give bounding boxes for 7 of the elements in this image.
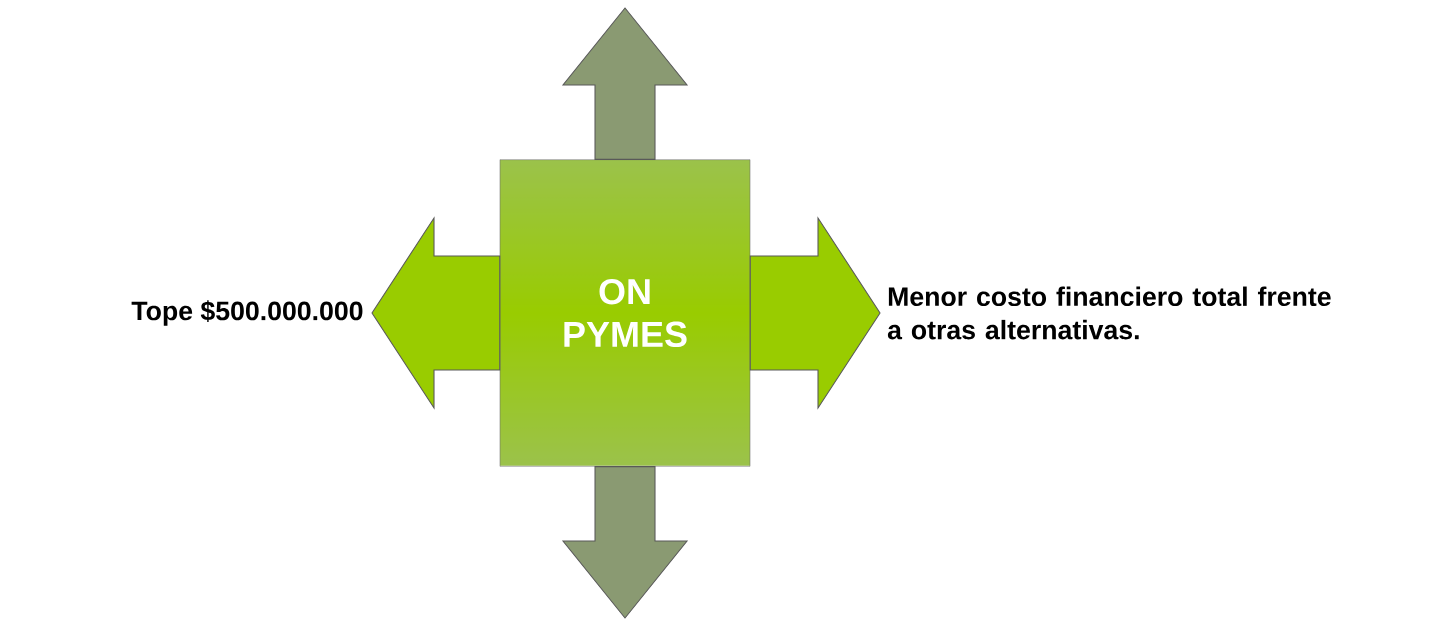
text-label: Tope $500.000.000 bbox=[131, 300, 363, 326]
block-arrow bbox=[749, 216, 881, 410]
block-arrow bbox=[561, 7, 689, 160]
block-arrow bbox=[371, 216, 501, 410]
text-label: Menor costo financiero total frente a otras alternativas. bbox=[887, 286, 1331, 340]
block-arrow bbox=[561, 466, 689, 619]
center-box: ON PYMES bbox=[499, 159, 751, 467]
